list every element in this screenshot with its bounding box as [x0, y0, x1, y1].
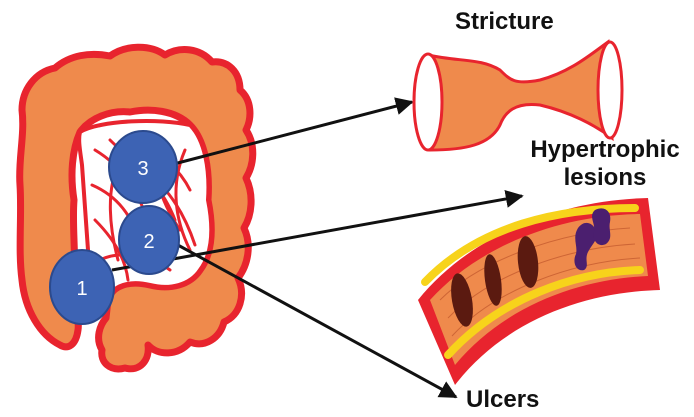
stricture-label: Stricture	[455, 8, 554, 36]
hypertrophic-label-line-1: Hypertrophic	[519, 136, 691, 164]
stricture-tube	[428, 42, 612, 150]
marker-1-label: 1	[76, 278, 87, 300]
ulcers-label: Ulcers	[466, 386, 539, 414]
marker-3-label: 3	[137, 158, 148, 180]
hypertrophic-lesions-label: Hypertrophic lesions	[519, 136, 691, 192]
marker-3: 3	[109, 131, 177, 203]
stricture-right-opening	[598, 42, 622, 138]
hypertrophic-label-line-2: lesions	[519, 164, 691, 192]
lesion-segment-illustration	[418, 198, 660, 385]
marker-2-label: 2	[143, 231, 154, 253]
stricture-left-opening	[414, 54, 442, 150]
ulcer-2	[592, 208, 610, 245]
marker-1: 1	[50, 250, 114, 324]
marker-2: 2	[119, 206, 179, 274]
stricture-illustration	[414, 42, 622, 150]
